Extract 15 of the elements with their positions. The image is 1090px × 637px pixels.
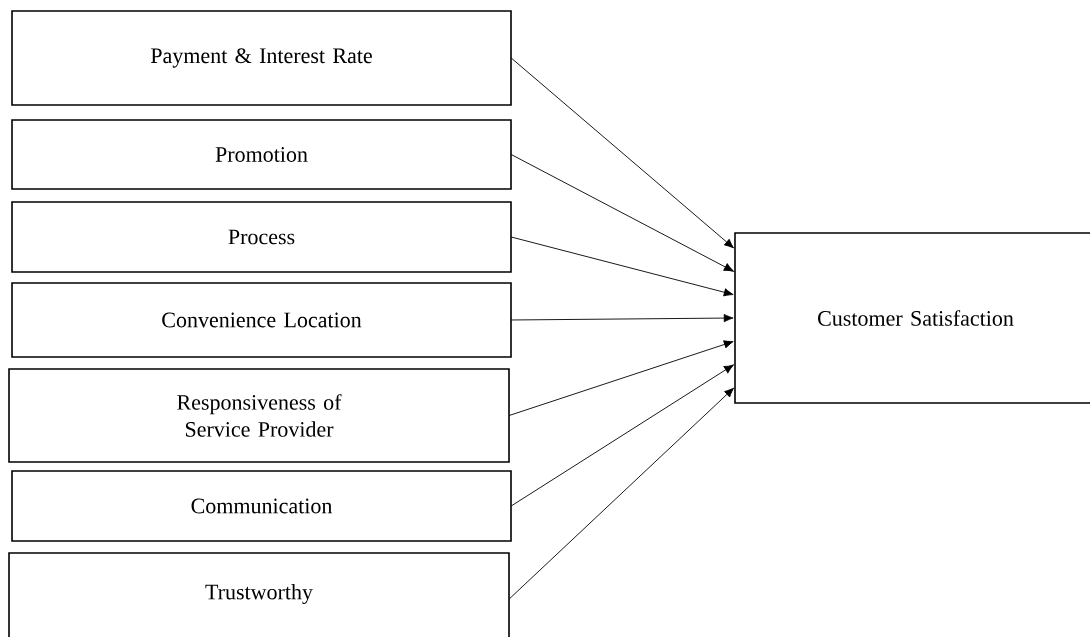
factor-box: Communication <box>11 470 512 542</box>
outcome-box: Customer Satisfaction <box>734 232 1090 404</box>
arrow <box>510 57 734 249</box>
arrow <box>508 387 734 600</box>
factor-box: Trustworthy <box>8 552 510 637</box>
factor-box: Process <box>11 201 512 273</box>
arrow <box>510 313 734 323</box>
arrow <box>510 364 734 507</box>
factor-box: Payment & Interest Rate <box>11 10 512 106</box>
arrow <box>510 236 734 297</box>
arrow <box>508 340 734 416</box>
factor-box: Promotion <box>11 119 512 190</box>
factor-box: Responsiveness of Service Provider <box>8 368 510 463</box>
factor-box: Convenience Location <box>11 282 512 358</box>
arrow <box>510 154 734 272</box>
